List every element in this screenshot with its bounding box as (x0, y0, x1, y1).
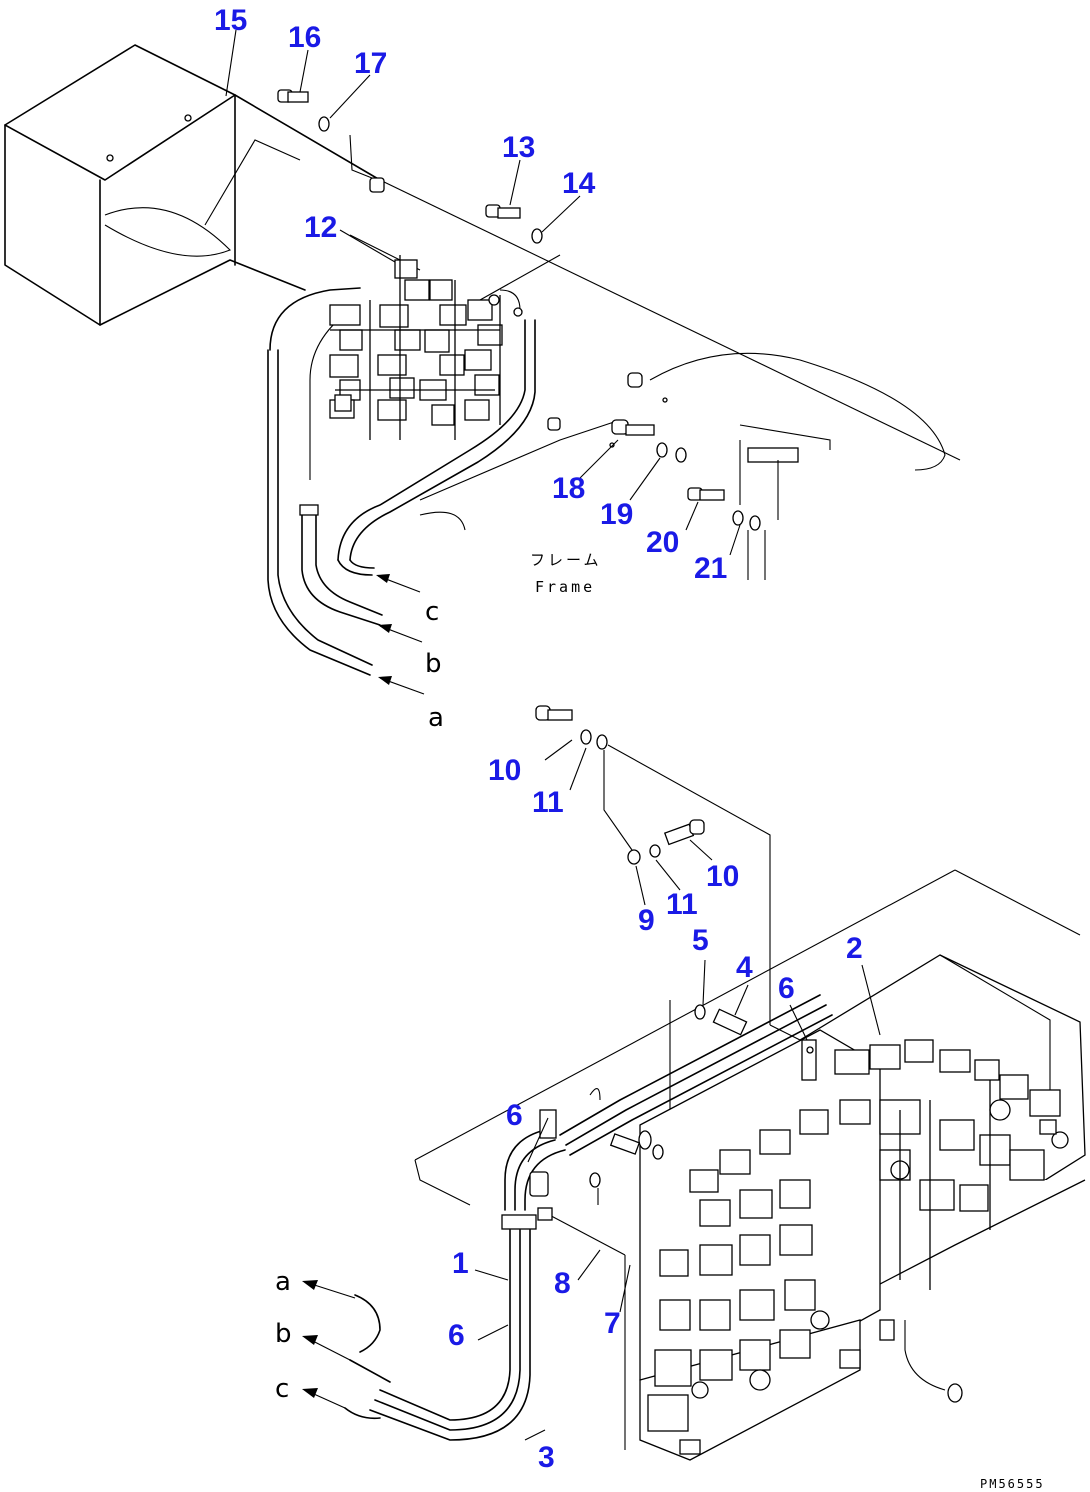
callout-11-lower: 11 (666, 888, 698, 921)
upper-hose-bundle (267, 287, 536, 676)
callout-6-right: 6 (778, 972, 795, 1005)
callout-19: 19 (600, 498, 633, 531)
hose-letter-c-upper: c (425, 597, 439, 627)
callout-18: 18 (552, 472, 585, 505)
hose-letter-b-lower: b (275, 1319, 292, 1349)
control-valve (639, 954, 1086, 1461)
callout-5: 5 (692, 924, 709, 957)
frame-outline (349, 179, 961, 531)
callout-13: 13 (502, 131, 535, 164)
callout-11-upper: 11 (532, 786, 564, 819)
upper-arrows (376, 574, 425, 695)
callout-12: 12 (304, 211, 337, 244)
hose-letter-c-lower: c (275, 1374, 289, 1404)
callout-10-lower: 10 (706, 860, 739, 893)
solenoid-valve-block (329, 255, 523, 440)
frame-label-jp: フレーム (530, 551, 602, 569)
lower-arrows (302, 1280, 356, 1409)
hose-letter-b-upper: b (425, 649, 442, 679)
callout-14: 14 (562, 167, 596, 200)
callout-9: 9 (638, 904, 655, 937)
hose-letter-a-upper: a (428, 703, 444, 733)
leader-lines-lower (474, 959, 881, 1441)
callout-2: 2 (846, 932, 863, 965)
callout-6-lower: 6 (448, 1319, 465, 1352)
callout-16: 16 (288, 21, 321, 54)
callout-6-middle: 6 (506, 1099, 523, 1132)
upper-hardware (277, 89, 799, 580)
hose-letter-a-lower: a (275, 1267, 291, 1297)
upper-box (4, 44, 381, 326)
callout-1: 1 (452, 1247, 469, 1280)
callout-4: 4 (736, 951, 753, 984)
callout-15: 15 (214, 4, 247, 37)
callout-3: 3 (538, 1441, 555, 1474)
drawing-code: PM56555 (980, 1477, 1045, 1491)
lower-hose-routing (344, 994, 833, 1441)
middle-hardware (535, 705, 771, 1025)
callout-8: 8 (554, 1267, 571, 1300)
callout-21: 21 (694, 552, 727, 585)
callout-20: 20 (646, 526, 679, 559)
callout-7: 7 (604, 1307, 621, 1340)
frame-label-en: Frame (535, 578, 595, 596)
callout-17: 17 (354, 47, 387, 80)
callout-10-upper: 10 (488, 754, 521, 787)
leader-lines-upper (225, 29, 741, 556)
